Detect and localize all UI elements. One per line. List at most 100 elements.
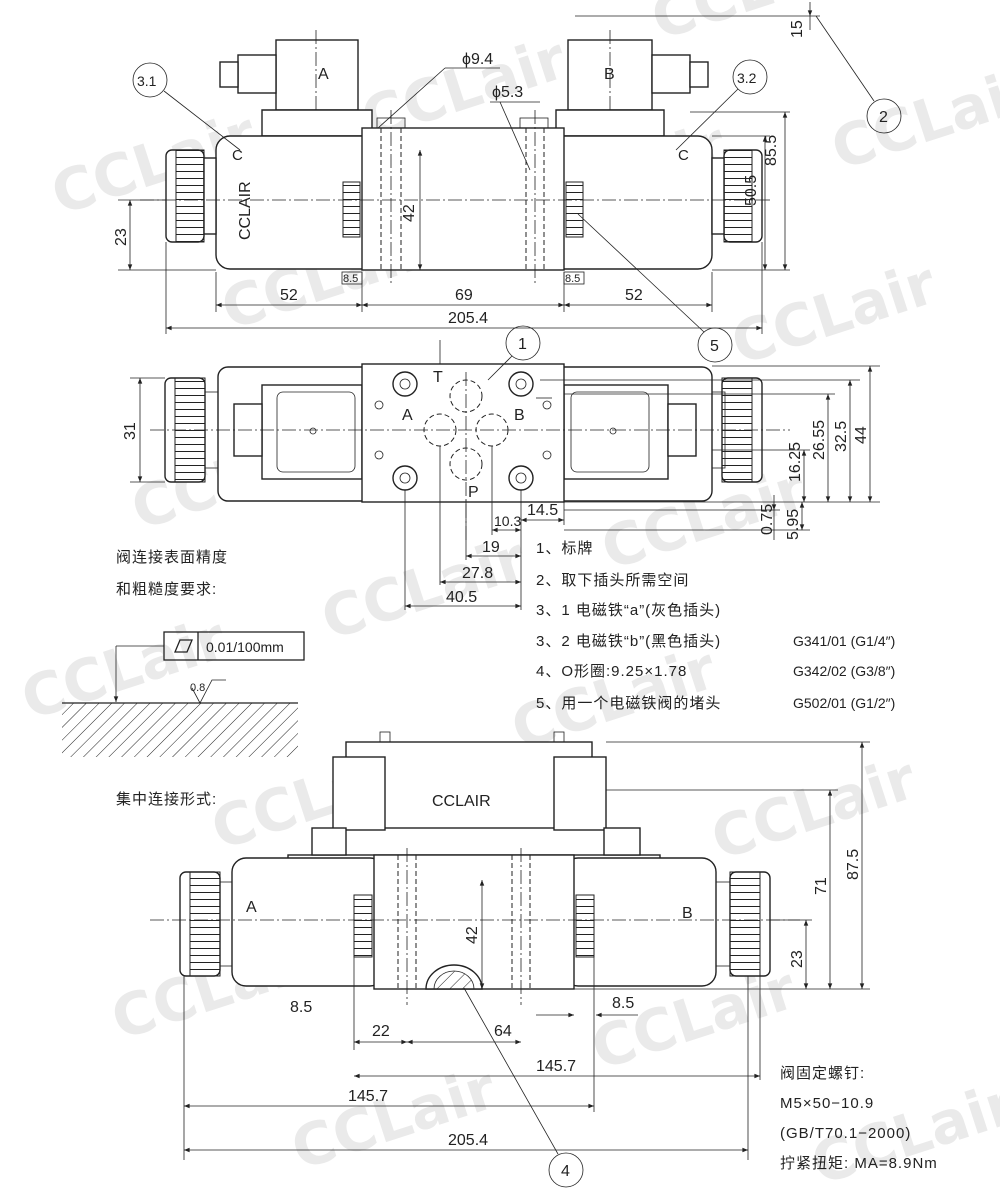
dim-16-25: 16.25 [787,442,804,482]
dim-42: 42 [401,204,418,222]
balloon-3-1 [132,62,168,98]
roughness-symbol [191,679,226,704]
mounting-face [361,363,565,503]
screw-title: 阀固定螺钉: [780,1065,865,1082]
port-label-b: B [514,407,525,424]
dim-64: 64 [494,1023,512,1040]
flatness-icon [174,639,193,653]
dim-31: 31 [122,422,139,440]
coil-label-a: A [246,899,257,916]
watermark: CCLair [643,0,864,53]
port-label-a: A [402,407,413,424]
balloon-5 [697,327,733,363]
dim-205-4: 205.4 [448,1132,488,1149]
note-item-5: 5、用一个电磁铁阀的堵头 [536,695,721,712]
watermark: CCLair [723,249,944,379]
balloon-1-text: 1 [518,336,527,353]
surface-hatch [62,703,298,757]
port-label-p: P [468,484,479,501]
screw-spec: M5×50−10.9 [780,1095,874,1112]
screw-head-right [519,117,549,129]
balloon-3-2 [732,59,768,95]
dim-dia-9-4: ϕ9.4 [462,51,493,68]
middle-view: T A B P 1 31 44 32.5 26.55 16.25 [122,325,880,610]
valve-body [361,127,565,271]
bolt-hole [508,465,534,491]
coil-label-b: B [682,905,693,922]
dim-52-left: 52 [280,287,298,304]
dim-71: 71 [813,877,830,895]
dim-145-7-bottom: 145.7 [348,1088,388,1105]
dim-26-55: 26.55 [811,420,828,460]
part-code-g342: G342/02 (G3/8″) [793,663,895,679]
bottom-view: 集中连接形式: CCLAIR A B [116,731,937,1188]
connector-plug-a [275,39,359,111]
dim-205-4: 205.4 [448,310,488,327]
balloon-3-2-text: 3.2 [737,70,757,86]
dim-14-5: 14.5 [527,502,558,519]
balloon-2 [866,98,902,134]
dim-22: 22 [372,1023,390,1040]
dim-8-5-right: 8.5 [565,273,580,285]
dim-10-3: 10.3 [494,513,521,529]
override-stem-b [711,157,725,235]
coil-label-b: B [604,66,615,83]
surface-title-2: 和粗糙度要求: [116,581,217,598]
bolt-hole [392,371,418,397]
watermark: CCLair [703,744,924,874]
balloon-label: C [678,147,689,164]
bottom-view-title: 集中连接形式: [116,791,217,808]
screw-standard: (GB/T70.1−2000) [780,1125,911,1142]
note-item-3-2: 3、2 电磁铁“b”(黑色插头) [536,633,721,650]
dim-87-5: 87.5 [845,849,862,880]
knurl-b [723,149,753,243]
dim-50-5: 50.5 [743,175,760,206]
gland-nut-b [689,61,709,88]
roughness-value: 0.8 [190,682,205,694]
balloon-4-text: 4 [561,1163,570,1180]
dim-85-5: 85.5 [763,135,780,166]
override-stem-a [203,157,217,235]
plug-5-right [565,181,584,238]
gland-nut-a [219,61,239,88]
notes-list: 1、标牌 2、取下插头所需空间 3、1 电磁铁“a”(灰色插头) 3、2 电磁铁… [536,540,895,712]
dim-15: 15 [789,20,806,38]
plug-base-b [555,109,665,137]
dim-5-95: 5.95 [785,509,802,540]
dim-8-5-left: 8.5 [290,999,312,1016]
brand-label: CCLAIR [432,793,491,810]
balloon-5-text: 5 [710,338,719,355]
note-item-4: 4、O形圈:9.25×1.78 [536,663,687,680]
plug-5-left [342,181,361,238]
plug-base-a [261,109,373,137]
dim-27-8: 27.8 [462,565,493,582]
watermark: CCLair [313,524,534,654]
balloon-4 [548,1152,584,1188]
note-item-3-1: 3、1 电磁铁“a”(灰色插头) [536,602,721,619]
plug-end-b [553,756,607,831]
dim-69: 69 [455,287,473,304]
cable-gland-a [237,54,277,94]
dim-8-5-right: 8.5 [612,995,634,1012]
note-item-1: 1、标牌 [536,540,593,557]
dim-145-7-top: 145.7 [536,1058,576,1075]
dim-42: 42 [464,926,481,944]
balloon-3-1-text: 3.1 [137,73,157,89]
cable-gland-b [651,54,691,94]
coil-label-a: A [318,66,329,83]
dim-40-5: 40.5 [446,589,477,606]
port-label-t: T [433,369,443,386]
watermark: CCLair [823,54,1000,184]
part-code-g502: G502/01 (G1/2″) [793,695,895,711]
balloon-1 [505,325,541,361]
dim-32-5: 32.5 [833,421,850,452]
dim-23: 23 [113,228,130,246]
dim-19: 19 [482,539,500,556]
surface-title-1: 阀连接表面精度 [116,549,228,566]
dim-44: 44 [853,426,870,444]
balloon-2-text: 2 [879,109,888,126]
dim-dia-5-3: ϕ5.3 [492,84,523,101]
surface-spec: 阀连接表面精度 和粗糙度要求: 0.01/100mm 0.8 [62,549,305,757]
dim-0-75: 0.75 [759,504,776,535]
